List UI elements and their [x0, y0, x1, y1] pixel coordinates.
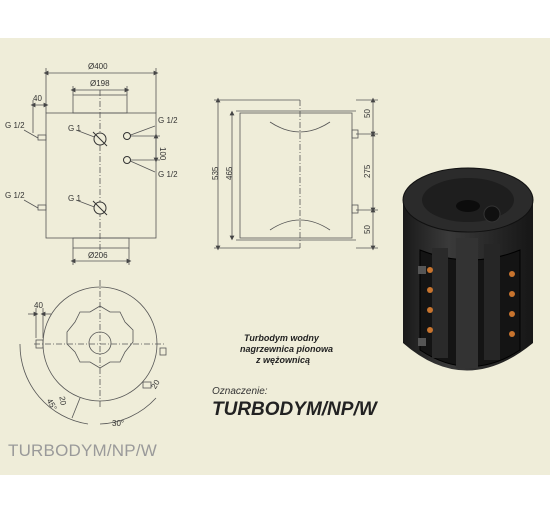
right-port-bottom-icon: [123, 156, 131, 164]
label-g1-top: G 1: [68, 124, 81, 133]
title-block: Turbodym wodny nagrzewnica pionowa z węż…: [212, 333, 379, 420]
right-port-top-icon: [123, 132, 131, 140]
designation-code: TURBODYM/NP/W: [212, 399, 379, 420]
front-labels: Ø400 Ø198 40 Ø206 100 G 1 G 1 G 1/2 G 1/…: [5, 62, 178, 260]
top-port-left: [35, 339, 44, 349]
drawing-canvas: Ø400 Ø198 40 Ø206 100 G 1 G 1 G 1/2 G 1/…: [5, 62, 534, 428]
front-bottom-neck: [72, 237, 130, 249]
label-50-bottom: 50: [363, 225, 372, 234]
description-line-3: z wężownicą: [255, 355, 310, 365]
side-port-bottom: [351, 204, 359, 214]
label-30-deg: 30°: [112, 419, 124, 428]
label-40: 40: [33, 94, 42, 103]
label-20b: 20: [149, 378, 162, 391]
designation-label: Oznaczenie:: [212, 386, 268, 397]
label-top-40: 40: [34, 301, 43, 310]
label-g1-bottom: G 1: [68, 194, 81, 203]
top-view: [19, 280, 167, 425]
label-g12-right-bottom: G 1/2: [158, 170, 178, 179]
left-port-bottom: [37, 204, 47, 211]
label-45-deg: 45°: [45, 397, 59, 412]
cutaway-render-image: [402, 167, 534, 371]
side-top-dish: [269, 121, 331, 133]
label-535: 535: [211, 166, 220, 180]
label-g12-right-top: G 1/2: [158, 116, 178, 125]
product-caption: TURBODYM/NP/W: [8, 441, 157, 460]
label-g12-left-bottom: G 1/2: [5, 191, 25, 200]
side-view: [214, 97, 378, 251]
label-dia-198: Ø198: [90, 79, 110, 88]
side-labels: 535 465 50 275 50: [211, 109, 372, 234]
front-ports: [92, 131, 131, 216]
label-465: 465: [225, 166, 234, 180]
description-line-1: Turbodym wodny: [244, 333, 320, 343]
front-view: [23, 68, 160, 265]
label-50-top: 50: [363, 109, 372, 118]
label-20a: 20: [57, 396, 68, 407]
label-100: 100: [158, 147, 167, 161]
label-dia-400: Ø400: [88, 62, 108, 71]
top-labels: 40 45° 30° 20 20: [34, 301, 162, 428]
angle-arc-45: [19, 343, 89, 425]
side-body-outline: [239, 112, 353, 239]
left-port-top: [37, 134, 47, 141]
description-line-2: nagrzewnica pionowa: [240, 344, 333, 354]
angle-arc-30: [99, 397, 157, 425]
label-g12-left-top: G 1/2: [5, 121, 25, 130]
label-dia-206: Ø206: [88, 251, 108, 260]
side-bottom-dish: [269, 219, 331, 231]
label-275: 275: [363, 164, 372, 178]
technical-drawing-sheet: Ø400 Ø198 40 Ø206 100 G 1 G 1 G 1/2 G 1/…: [0, 38, 550, 475]
